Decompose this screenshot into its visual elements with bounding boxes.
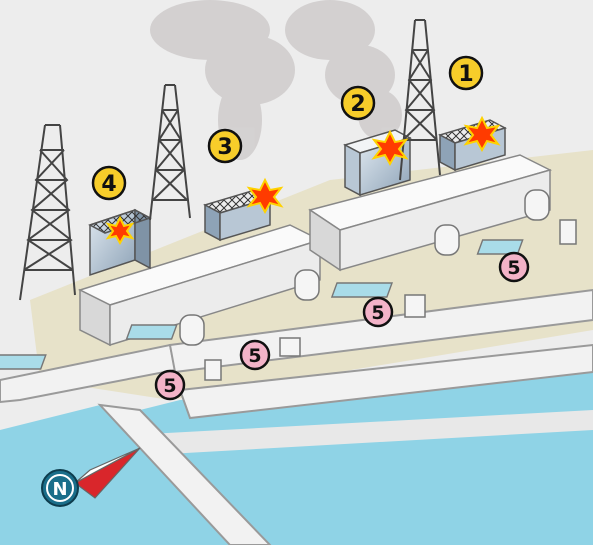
unit-marker-1: 1 [448,55,484,91]
unit-marker-2: 2 [340,85,376,121]
pool-marker-b: 5 [239,339,271,371]
explosion-markers [105,115,501,246]
seawall [0,288,593,545]
explosion-icon-3 [246,177,284,215]
smoke-plumes [150,0,402,160]
compass-letter: N [52,479,67,500]
pool-marker-b-label: 5 [248,345,261,367]
pool-marker-d-label: 5 [507,257,520,279]
unit-marker-3-label: 3 [217,135,232,160]
exhaust-tower-middle [149,84,191,221]
storage-tanks [179,189,550,346]
unit-marker-2-label: 2 [350,92,365,117]
explosion-icon-4 [105,215,135,246]
explosion-icon-1 [463,115,501,153]
turbine-hall-left [77,224,323,347]
sea [0,370,593,545]
north-compass: N [41,447,141,507]
unit-marker-4: 4 [91,165,127,201]
pool-marker-a-label: 5 [163,375,176,397]
unit-marker-1-label: 1 [458,62,473,87]
spent-fuel-pools [0,239,524,370]
pool-marker-a: 5 [154,369,186,401]
explosion-icon-2 [371,129,409,167]
pool-marker-c-label: 5 [371,302,384,324]
exhaust-towers [19,19,441,301]
small-buildings [204,219,577,381]
exhaust-tower-right [399,19,441,181]
unit-marker-3: 3 [207,128,243,164]
pool-marker-c: 5 [362,296,394,328]
pool-marker-d: 5 [498,251,530,283]
turbine-hall-right [308,154,553,272]
reactor-building-3 [203,189,272,242]
exhaust-tower-left [19,124,76,301]
unit-marker-4-label: 4 [101,172,116,197]
